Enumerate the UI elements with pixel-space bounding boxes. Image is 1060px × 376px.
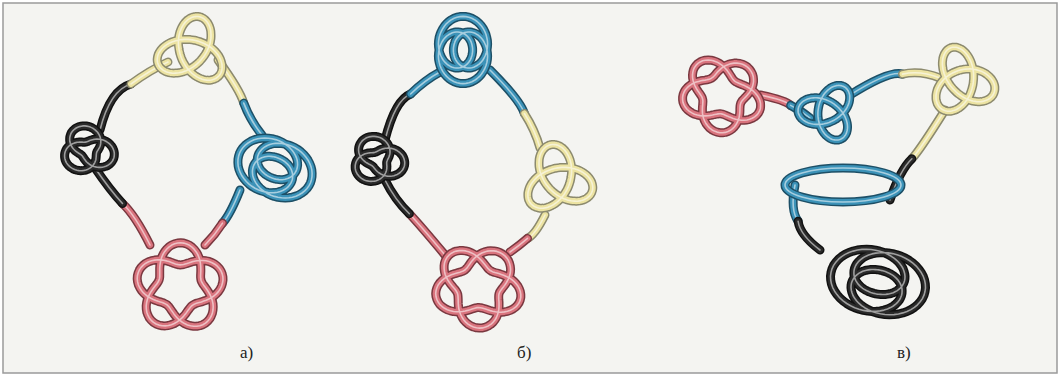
blue-ring <box>785 168 901 202</box>
cinquefoil-knot <box>436 251 521 329</box>
connecting-strand <box>244 103 262 135</box>
trefoil-knot <box>157 17 222 81</box>
connecting-strand <box>411 72 440 94</box>
connecting-strand <box>100 84 131 130</box>
black-knot <box>831 249 926 314</box>
panel-label: а) <box>240 343 253 363</box>
black-knot <box>355 136 405 181</box>
connecting-strand <box>903 73 941 78</box>
connecting-strand <box>490 70 524 114</box>
connecting-strand <box>850 74 903 95</box>
trefoil-knot <box>798 85 850 140</box>
trefoil-knot <box>936 47 995 111</box>
cinquefoil-knot <box>137 243 223 326</box>
connecting-strand <box>244 103 262 135</box>
black-knot <box>65 126 115 171</box>
connecting-strand <box>205 223 223 245</box>
trefoil-knot <box>936 47 995 111</box>
trefoil-knot <box>157 17 222 81</box>
connecting-strand <box>95 168 123 204</box>
blue-ring <box>785 168 901 202</box>
cinquefoil-knot <box>436 251 521 329</box>
connecting-strand <box>798 221 820 250</box>
connecting-strand <box>409 214 445 255</box>
connecting-strand <box>524 114 540 149</box>
connecting-strand <box>912 110 945 159</box>
connecting-strand <box>490 70 524 114</box>
connecting-strand <box>409 214 445 255</box>
trefoil-knot <box>528 145 593 209</box>
connecting-strand <box>411 72 440 94</box>
connecting-strand <box>798 221 820 250</box>
trefoil-knot <box>798 85 850 140</box>
connecting-strand <box>524 114 540 149</box>
black-knot <box>65 126 115 171</box>
trefoil-knot <box>528 145 593 209</box>
cinquefoil-knot <box>137 243 223 326</box>
connecting-strand <box>524 114 540 149</box>
trefoil-knot <box>798 85 850 140</box>
trefoil-knot <box>157 17 222 81</box>
panel-label: б) <box>517 343 531 363</box>
cinquefoil-knot <box>436 251 521 329</box>
connecting-strand <box>100 84 131 130</box>
connecting-strand <box>510 238 528 252</box>
cinquefoil-knot <box>137 243 223 326</box>
connecting-strand <box>223 190 241 223</box>
connecting-strand <box>385 94 411 140</box>
connecting-strand <box>385 180 409 214</box>
connecting-strand <box>123 204 151 246</box>
connecting-strand <box>409 214 445 255</box>
connecting-strand <box>385 180 409 214</box>
cinquefoil-knot <box>683 60 761 133</box>
black-knot <box>355 136 405 181</box>
connecting-strand <box>244 103 262 135</box>
figure-eight-knot <box>438 16 487 83</box>
connecting-strand <box>385 94 411 140</box>
figure-eight-knot <box>438 16 487 83</box>
figure-eight-knot <box>238 138 312 198</box>
black-knot <box>831 249 926 314</box>
connecting-strand <box>510 238 528 252</box>
connecting-strand <box>510 238 528 252</box>
connecting-strand <box>95 168 123 204</box>
connecting-strand <box>903 73 941 78</box>
connecting-strand <box>100 84 131 130</box>
connecting-strand <box>798 221 820 250</box>
cinquefoil-knot <box>683 60 761 133</box>
knot-group <box>65 16 995 328</box>
connecting-strand <box>411 72 440 94</box>
panel-label: в) <box>897 343 911 363</box>
connecting-strand <box>912 110 945 159</box>
panel-frame <box>3 3 1057 373</box>
connecting-strand <box>223 190 241 223</box>
connecting-strand <box>903 73 941 78</box>
connecting-strand <box>205 223 223 245</box>
trefoil-knot <box>528 145 593 209</box>
cinquefoil-knot <box>683 60 761 133</box>
connecting-strand <box>385 94 411 140</box>
blue-ring <box>785 168 901 202</box>
connecting-strand <box>223 190 241 223</box>
figure-eight-knot <box>238 138 312 198</box>
connecting-strand <box>850 74 903 95</box>
connecting-strand <box>123 204 151 246</box>
connecting-strand <box>385 180 409 214</box>
connecting-strand <box>95 168 123 204</box>
black-knot <box>355 136 405 181</box>
black-knot <box>65 126 115 171</box>
connecting-strand <box>123 204 151 246</box>
figure-eight-knot <box>438 16 487 83</box>
trefoil-knot <box>936 47 995 111</box>
figure-eight-knot <box>238 138 312 198</box>
black-knot <box>831 249 926 314</box>
connecting-strand <box>912 110 945 159</box>
connecting-strand <box>205 223 223 245</box>
connecting-strand <box>490 70 524 114</box>
connecting-strand <box>850 74 903 95</box>
